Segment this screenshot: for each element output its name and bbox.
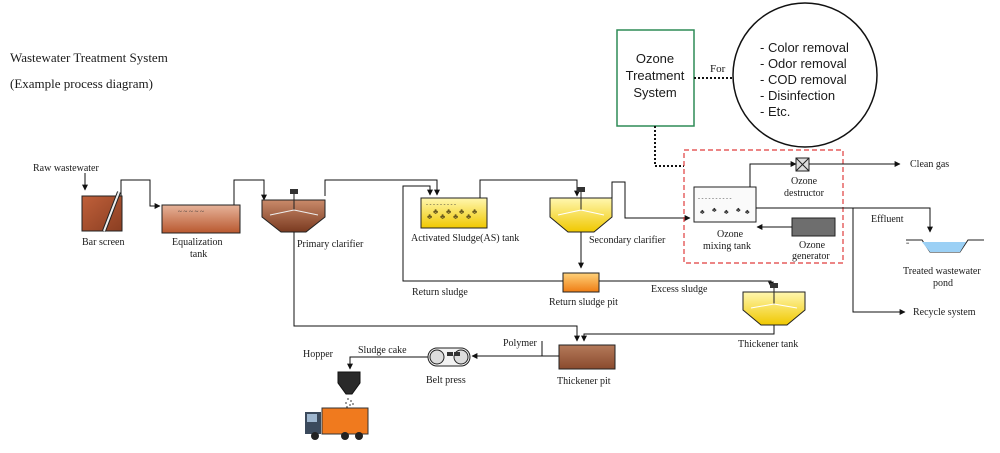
clean-gas-label: Clean gas <box>910 159 949 170</box>
equalization-tank: ~ ~ ~ ~ ~ <box>161 204 241 234</box>
use-odor-removal: - Odor removal <box>760 56 847 71</box>
svg-text:♣: ♣ <box>736 206 741 214</box>
ozone-destructor-label-2: destructor <box>784 188 825 199</box>
treated-pond-label-2: pond <box>933 278 953 289</box>
svg-text:- - - - - - - - - -: - - - - - - - - - - <box>698 196 731 202</box>
thickener-tank-label: Thickener tank <box>738 339 798 350</box>
pipe-secondary-to-ozone <box>611 181 691 221</box>
ozone-system-label-1: Ozone <box>636 51 674 66</box>
recycle-system-label: Recycle system <box>913 307 976 318</box>
pipe-recycle <box>852 208 906 315</box>
svg-text:♣: ♣ <box>700 208 705 216</box>
sludge-falling <box>345 398 354 408</box>
secondary-clarifier-label: Secondary clarifier <box>589 235 666 246</box>
ozone-system-label-3: System <box>633 85 676 100</box>
bar-screen <box>81 191 123 232</box>
pipe-offgas-to-destructor <box>749 161 797 187</box>
diagram-title: Wastewater Treatment System <box>10 50 168 65</box>
primary-clarifier-label: Primary clarifier <box>297 239 364 250</box>
svg-text:♣: ♣ <box>724 208 729 216</box>
secondary-clarifier <box>549 187 613 233</box>
thickener-tank <box>742 283 806 326</box>
pipe-primary-sludge <box>293 232 580 342</box>
ozone-mixing-tank: - - - - - - - - - - ♣ ♣ ♣ ♣ ♣ <box>693 186 757 223</box>
thickener-pit <box>558 344 616 370</box>
excess-sludge-label: Excess sludge <box>651 284 708 295</box>
treated-pond-label-1: Treated wastewater <box>903 266 981 277</box>
svg-text:≡: ≡ <box>906 241 910 247</box>
return-sludge-pit <box>562 272 600 293</box>
use-disinfection: - Disinfection <box>760 88 835 103</box>
equalization-tank-label-2: tank <box>190 249 207 260</box>
use-color-removal: - Color removal <box>760 40 849 55</box>
ozone-destructor-x2 <box>795 157 810 172</box>
svg-text:♣: ♣ <box>433 207 439 216</box>
use-etc: - Etc. <box>760 104 790 119</box>
bar-screen-label: Bar screen <box>82 237 124 248</box>
ozone-generator-label-2: generator <box>792 251 830 262</box>
pipe-effluent <box>756 207 933 233</box>
ozone-mixing-tank-label-1: Ozone <box>717 229 744 240</box>
svg-text:♣: ♣ <box>472 207 478 216</box>
svg-text:♣: ♣ <box>745 208 750 216</box>
sludge-cake-label: Sludge cake <box>358 345 407 356</box>
truck-icon <box>305 407 369 440</box>
uses-circle <box>732 2 878 148</box>
svg-text:♣: ♣ <box>453 212 459 221</box>
pipe-eq-to-primary <box>233 179 267 205</box>
ozone-treatment-system-box <box>616 29 695 127</box>
raw-wastewater-label: Raw wastewater <box>33 163 99 174</box>
svg-text:♣: ♣ <box>712 206 717 214</box>
thickener-pit-label: Thickener pit <box>557 376 611 387</box>
treated-wastewater-pond: ≡ <box>906 239 984 253</box>
belt-press <box>427 347 471 367</box>
svg-text:♣: ♣ <box>459 207 465 216</box>
equalization-tank-label-1: Equalization <box>172 237 223 248</box>
svg-text:♣: ♣ <box>446 207 452 216</box>
ozone-generator <box>791 217 836 237</box>
primary-clarifier <box>261 189 326 233</box>
pipe-as-to-secondary <box>479 179 580 198</box>
return-sludge-pit-label: Return sludge pit <box>549 297 618 308</box>
ozone-link-dotted <box>654 126 684 167</box>
as-tank-label: Activated Sludge(AS) tank <box>411 233 519 244</box>
ozone-generator-label-1: Ozone <box>799 240 826 251</box>
return-sludge-label: Return sludge <box>412 287 468 298</box>
svg-text:♣: ♣ <box>466 212 472 221</box>
effluent-label: Effluent <box>871 214 904 225</box>
pipe-thickener-to-pit <box>581 325 775 342</box>
diagram-subtitle: (Example process diagram) <box>10 76 153 91</box>
svg-text:♣: ♣ <box>427 212 433 221</box>
pipe-return-sludge <box>402 185 563 282</box>
svg-text:~ ~ ~ ~ ~: ~ ~ ~ ~ ~ <box>178 208 204 216</box>
hopper <box>337 371 361 395</box>
pipe-belt-to-hopper <box>347 356 428 370</box>
ozone-mixing-tank-label-2: mixing tank <box>703 241 751 252</box>
pipe-bar-to-eq <box>120 179 161 209</box>
as-tank: - - - - - - - - - ♣♣♣♣ ♣♣♣♣ <box>420 197 488 229</box>
pipe-primary-to-as <box>324 179 440 196</box>
polymer-label: Polymer <box>503 338 538 349</box>
for-label: For <box>710 63 726 75</box>
hopper-label: Hopper <box>303 349 334 360</box>
svg-text:- - - - - - - - -: - - - - - - - - - <box>426 202 456 208</box>
belt-press-label: Belt press <box>426 375 466 386</box>
svg-text:♣: ♣ <box>440 212 446 221</box>
use-cod-removal: - COD removal <box>760 72 847 87</box>
ozone-system-label-2: Treatment <box>626 68 685 83</box>
ozone-destructor-label-1: Ozone <box>791 176 818 187</box>
